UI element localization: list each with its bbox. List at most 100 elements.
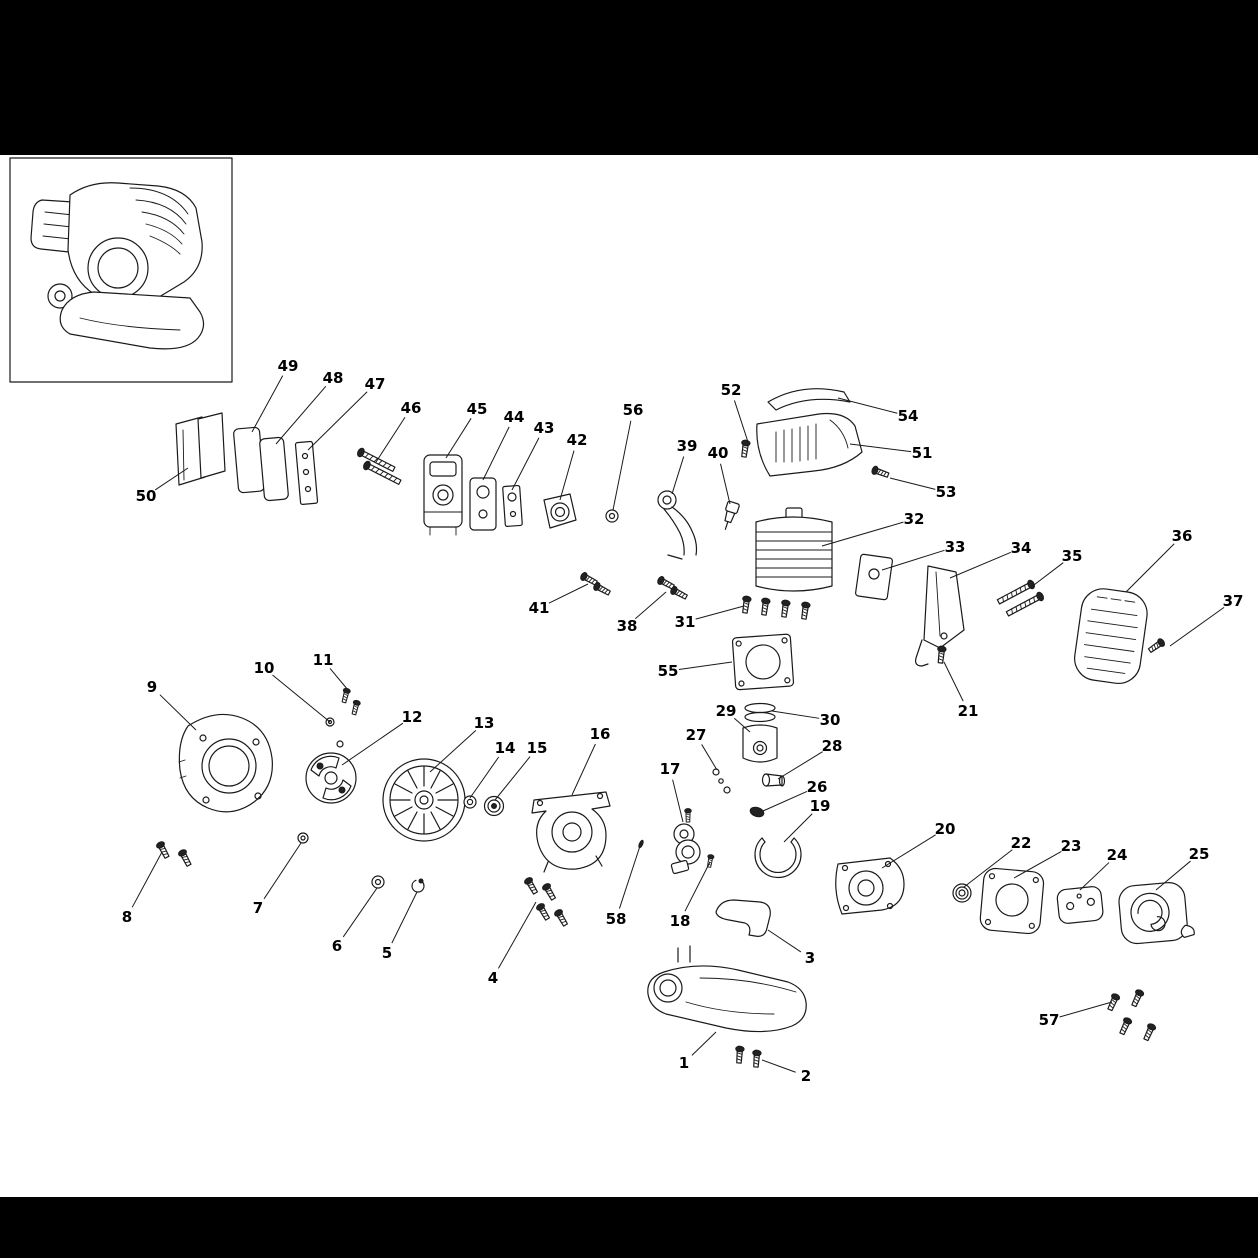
part-53-screw — [870, 464, 891, 480]
part-label-3: 3 — [805, 949, 815, 967]
part-47-filter-plate — [294, 440, 319, 506]
part-label-41: 41 — [529, 599, 550, 617]
part-55-cylinder-gasket — [731, 633, 795, 691]
leader-line-15 — [494, 756, 531, 801]
part-26-cap — [749, 806, 765, 818]
part-4-screws — [522, 875, 570, 928]
part-label-50: 50 — [136, 487, 157, 505]
part-label-4: 4 — [488, 969, 498, 987]
part-label-54: 54 — [898, 407, 919, 425]
part-label-37: 37 — [1223, 592, 1244, 610]
leader-line-34 — [949, 551, 1012, 579]
part-label-10: 10 — [254, 659, 275, 677]
part-38-screws — [655, 574, 689, 602]
part-label-56: 56 — [623, 401, 644, 419]
part-20-crankcase-half — [835, 857, 905, 915]
leader-line-10 — [272, 674, 331, 723]
part-label-34: 34 — [1011, 539, 1032, 557]
part-label-31: 31 — [675, 613, 696, 631]
leader-line-3 — [767, 929, 802, 953]
part-41-screws — [578, 570, 612, 598]
leader-line-38 — [634, 591, 667, 620]
leader-line-49 — [251, 375, 284, 433]
part-label-38: 38 — [617, 617, 638, 635]
part-15-bearing — [483, 795, 505, 817]
leader-line-32 — [821, 521, 904, 547]
part-21-screw — [935, 645, 947, 664]
assembled-engine-thumbnail — [30, 182, 205, 350]
leader-line-25 — [1155, 860, 1191, 891]
leader-line-37 — [1169, 606, 1225, 647]
part-25-recoil-starter — [1118, 882, 1195, 945]
leader-line-31 — [695, 605, 745, 620]
part-42-intake-manifold — [543, 493, 577, 529]
part-label-29: 29 — [716, 702, 737, 720]
leader-line-46 — [375, 416, 406, 463]
part-label-21: 21 — [958, 702, 979, 720]
part-label-57: 57 — [1039, 1011, 1060, 1029]
part-58-key — [638, 839, 644, 849]
part-label-55: 55 — [658, 662, 679, 680]
leader-line-45 — [445, 418, 472, 459]
part-label-47: 47 — [365, 375, 386, 393]
part-52-screw — [739, 439, 752, 459]
leader-line-27 — [701, 744, 718, 771]
part-label-35: 35 — [1062, 547, 1083, 565]
letterbox-top — [0, 0, 1258, 155]
part-label-9: 9 — [147, 678, 157, 696]
part-label-13: 13 — [474, 714, 495, 732]
part-12-clutch — [305, 752, 357, 804]
leader-line-9 — [159, 694, 197, 731]
leader-line-30 — [771, 710, 820, 719]
part-label-16: 16 — [590, 725, 611, 743]
part-5-circlip — [411, 878, 425, 893]
part-1-fuel-tank — [647, 945, 807, 1033]
part-label-1: 1 — [679, 1054, 689, 1072]
leader-line-48 — [275, 385, 327, 445]
part-label-33: 33 — [945, 538, 966, 556]
part-label-49: 49 — [278, 357, 299, 375]
leader-line-47 — [307, 391, 368, 451]
part-43-gasket — [502, 484, 523, 527]
part-36-muffler-cover — [1074, 588, 1148, 685]
part-label-26: 26 — [807, 778, 828, 796]
leader-line-53 — [889, 477, 936, 490]
part-57-screws — [1105, 988, 1158, 1043]
part-51-engine-shroud — [756, 412, 863, 477]
part-39-throttle-pipe — [657, 490, 698, 560]
part-label-23: 23 — [1061, 837, 1082, 855]
part-23-gasket — [979, 867, 1045, 935]
part-54-top-cover — [767, 388, 851, 411]
part-label-30: 30 — [820, 711, 841, 729]
leader-line-29 — [733, 717, 751, 733]
part-44-carburetor-spacer — [469, 477, 497, 531]
part-label-2: 2 — [801, 1067, 811, 1085]
leader-line-4 — [497, 901, 537, 969]
part-37-screw — [1146, 636, 1167, 655]
part-label-15: 15 — [527, 739, 548, 757]
part-56-clip — [605, 509, 619, 523]
leader-line-36 — [1125, 543, 1175, 593]
part-label-36: 36 — [1172, 527, 1193, 545]
part-7-washer — [297, 832, 309, 844]
part-label-52: 52 — [721, 381, 742, 399]
leader-line-55 — [678, 661, 733, 670]
leader-line-6 — [342, 887, 378, 938]
part-40-spark-plug — [724, 500, 740, 530]
leader-line-26 — [762, 791, 808, 812]
part-label-14: 14 — [495, 739, 516, 757]
part-18-screw — [705, 853, 715, 869]
part-label-18: 18 — [670, 912, 691, 930]
leader-line-56 — [612, 420, 632, 511]
part-label-40: 40 — [708, 444, 729, 462]
part-31-screws — [740, 595, 812, 621]
leader-line-8 — [131, 851, 163, 908]
part-22-seal — [952, 883, 972, 903]
part-29-30-piston-and-rings — [742, 702, 778, 763]
leader-line-1 — [691, 1031, 717, 1056]
leader-line-50 — [154, 467, 189, 491]
part-50-cover-plates — [175, 412, 226, 486]
part-label-28: 28 — [822, 737, 843, 755]
part-label-46: 46 — [401, 399, 422, 417]
leader-line-17 — [672, 779, 684, 823]
